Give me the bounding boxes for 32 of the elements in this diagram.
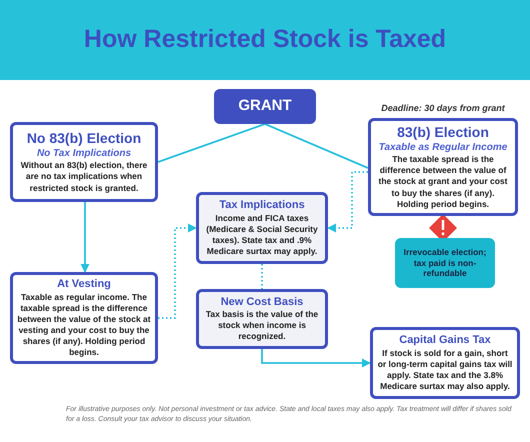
info-box <box>196 192 328 264</box>
deadline-note: Deadline: 30 days from grant <box>380 102 506 115</box>
box-body: Tax basis is the value of the stock when income is recognized. <box>204 309 320 342</box>
warning-box <box>395 238 495 288</box>
connector-line <box>80 202 90 273</box>
box-body: If stock is sold for a gain, short or long-term capital gains tax will apply. State tax and the 3.8% Medicare surtax may also apply. <box>377 348 513 392</box>
connector-line <box>264 123 368 169</box>
dotted-arrow <box>327 171 368 232</box>
box-title: New Cost Basis <box>220 296 304 310</box>
info-box <box>368 118 518 216</box>
box-body: Income and FICA taxes (Medicare & Social Security taxes). State tax and .9% Medicare surtax may apply. <box>205 212 319 257</box>
connector-line <box>261 349 371 368</box>
box-title: Tax Implications <box>219 199 305 213</box>
title: How Restricted Stock is Taxed <box>84 24 446 56</box>
info-box <box>10 122 158 202</box>
dotted-arrow <box>158 224 197 319</box>
start-box <box>214 89 316 124</box>
info-box <box>196 289 328 349</box>
box-title: At Vesting <box>57 278 111 292</box>
box-subtitle: Taxable as Regular Income <box>378 142 508 154</box>
box-body: Without an 83(b) election, there are no tax implications when restricted stock is granted. <box>20 160 148 194</box>
info-box <box>370 327 520 399</box>
warning-text: Irrevocable election; tax paid is non-refundable <box>402 247 488 279</box>
box-title: Capital Gains Tax <box>399 334 491 348</box>
box-subtitle: No Tax Implications <box>36 148 132 160</box>
box-title: GRANT <box>238 96 292 116</box>
box-body: Taxable as regular income. The taxable spread is the difference between the value of the stock at vesting and your cost to buy the shares (if any). Holding period begins. <box>17 292 151 358</box>
connector-line <box>158 123 266 163</box>
box-title: 83(b) Election <box>397 124 489 142</box>
info-box <box>10 272 158 364</box>
box-body: The taxable spread is the difference between the value of the stock at grant and your cost to buy the shares (if any). Holding period begins. <box>378 154 508 210</box>
box-title: No 83(b) Election <box>26 130 142 148</box>
